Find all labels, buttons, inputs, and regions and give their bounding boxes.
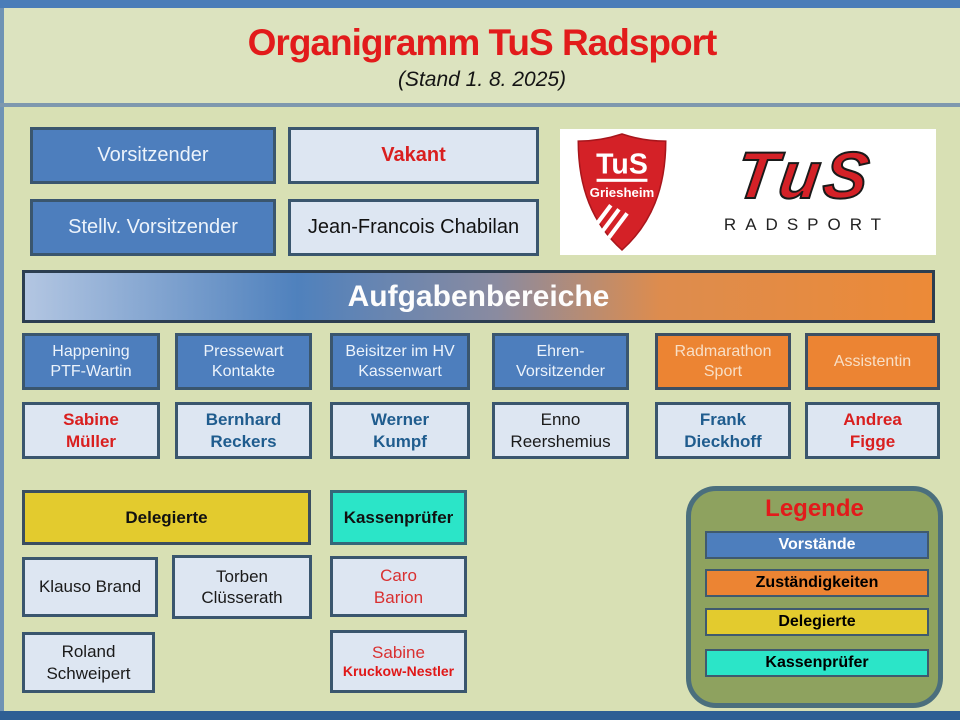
member-name-line: Klauso Brand xyxy=(38,577,142,597)
role-line: Pressewart xyxy=(203,342,284,360)
person-name-line: Kumpf xyxy=(373,431,427,451)
page-subtitle: (Stand 1. 8. 2025) xyxy=(397,68,567,91)
kassenpruefer-group-header: Kassenprüfer xyxy=(330,490,467,545)
left-frame-bar xyxy=(0,8,4,720)
person-name-line: Dieckhoff xyxy=(684,431,762,451)
holder-label-vakant: Vakant xyxy=(381,144,446,166)
shield-text: TuS xyxy=(596,149,648,181)
role-box-ehren-vorsitzender: Ehren- Vorsitzender xyxy=(492,333,629,390)
holder-box-vorsitzender: Vakant xyxy=(288,127,539,184)
person-box-werner-kumpf: Werner Kumpf xyxy=(330,402,470,459)
role-line: Kontakte xyxy=(211,362,276,380)
aufgabenbereiche-banner: Aufgabenbereiche xyxy=(22,270,935,323)
role-box-stellv-vorsitzender: Stellv. Vorsitzender xyxy=(30,199,276,256)
header: Organigramm TuS Radsport (Stand 1. 8. 20… xyxy=(4,8,960,103)
person-box-enno-reershemius: Enno Reershemius xyxy=(492,402,629,459)
person-name-line: Andrea xyxy=(843,410,902,430)
role-line: Beisitzer im HV xyxy=(345,342,455,360)
member-name-line: Barion xyxy=(373,587,424,607)
legend-item-delegierte: Delegierte xyxy=(705,608,929,636)
legend-item-kassenpruefer: Kassenprüfer xyxy=(705,649,929,677)
role-line: Radmarathon xyxy=(674,342,772,360)
role-box-vorsitzender: Vorsitzender xyxy=(30,127,276,184)
banner-title: Aufgabenbereiche xyxy=(347,279,610,313)
legend-item-label: Vorstände xyxy=(778,536,856,553)
legend-panel: Legende Vorstände Zuständigkeiten Delegi… xyxy=(686,486,943,708)
holder-label: Jean-Francois Chabilan xyxy=(307,216,520,238)
shield-underline xyxy=(596,178,648,182)
legend-item-zustaendigkeiten: Zuständigkeiten xyxy=(705,569,929,597)
legend-item-vorstaende: Vorstände xyxy=(705,531,929,559)
member-box-sabine-kruckow-nestler: Sabine Kruckow-Nestler xyxy=(330,630,467,693)
person-name-line: Reershemius xyxy=(510,431,611,451)
member-name-line: Caro xyxy=(380,566,417,586)
person-name-line: Sabine xyxy=(63,410,119,430)
role-box-assistentin: Assistentin xyxy=(805,333,940,390)
legend-item-label: Zuständigkeiten xyxy=(755,574,879,591)
wordmark-text: TuS xyxy=(731,139,877,213)
legend-item-label: Delegierte xyxy=(778,613,856,630)
member-box-klauso-brand: Klauso Brand xyxy=(22,557,158,617)
role-label: Stellv. Vorsitzender xyxy=(68,216,238,238)
role-box-pressewart-kontakte: Pressewart Kontakte xyxy=(175,333,312,390)
role-line: Ehren- xyxy=(536,342,585,360)
member-name-line: Roland xyxy=(61,642,116,662)
role-line: Assistentin xyxy=(833,352,912,370)
legend-title: Legende xyxy=(765,495,864,522)
group-label: Kassenprüfer xyxy=(343,507,454,527)
member-box-caro-barion: Caro Barion xyxy=(330,556,467,617)
person-name-line: Frank xyxy=(699,410,747,430)
person-name-line: Figge xyxy=(849,431,896,451)
wordmark-subtext: RADSPORT xyxy=(724,215,890,234)
role-line: PTF-Wartin xyxy=(50,362,132,380)
person-name-line: Müller xyxy=(65,431,117,451)
logo-panel: TuS Griesheim TuS RADSPORT xyxy=(560,129,936,255)
bottom-frame-bar xyxy=(0,711,960,720)
member-box-torben-cluesserath: Torben Clüsserath xyxy=(172,555,312,619)
header-divider xyxy=(0,103,960,107)
person-box-andrea-figge: Andrea Figge xyxy=(805,402,940,459)
delegierte-group-header: Delegierte xyxy=(22,490,311,545)
page-title: Organigramm TuS Radsport xyxy=(247,22,718,63)
role-line: Sport xyxy=(703,362,743,380)
holder-box-stellv-vorsitzender: Jean-Francois Chabilan xyxy=(288,199,539,256)
person-name-line: Werner xyxy=(370,410,430,430)
group-label: Delegierte xyxy=(125,507,208,527)
role-line: Happening xyxy=(52,342,130,360)
member-name-line: Schweipert xyxy=(46,663,131,683)
tus-radsport-wordmark-logo: TuS RADSPORT xyxy=(724,138,890,234)
member-name-line: Torben xyxy=(216,566,268,586)
member-name-line: Sabine xyxy=(372,643,425,663)
role-line: Vorsitzender xyxy=(516,362,605,380)
member-box-roland-schweipert: Roland Schweipert xyxy=(22,632,155,693)
tus-griesheim-shield-logo: TuS Griesheim xyxy=(577,133,667,251)
shield-subtext: Griesheim xyxy=(590,185,655,200)
role-line: Kassenwart xyxy=(358,362,442,380)
member-name-line: Kruckow-Nestler xyxy=(342,663,455,680)
person-name-line: Bernhard xyxy=(205,410,282,430)
top-frame-bar xyxy=(0,0,960,8)
person-box-bernhard-reckers: Bernhard Reckers xyxy=(175,402,312,459)
role-box-radmarathon-sport: Radmarathon Sport xyxy=(655,333,791,390)
person-name-line: Reckers xyxy=(210,431,277,451)
member-name-line: Clüsserath xyxy=(201,588,283,607)
role-box-happening-ptf-wartin: Happening PTF-Wartin xyxy=(22,333,160,390)
legend-item-label: Kassenprüfer xyxy=(765,654,869,671)
person-box-sabine-mueller: Sabine Müller xyxy=(22,402,160,459)
shield-stripes xyxy=(590,204,629,239)
role-label: Vorsitzender xyxy=(97,144,209,166)
role-box-beisitzer-kassenwart: Beisitzer im HV Kassenwart xyxy=(330,333,470,390)
person-box-frank-dieckhoff: Frank Dieckhoff xyxy=(655,402,791,459)
person-name-line: Enno xyxy=(540,410,581,430)
